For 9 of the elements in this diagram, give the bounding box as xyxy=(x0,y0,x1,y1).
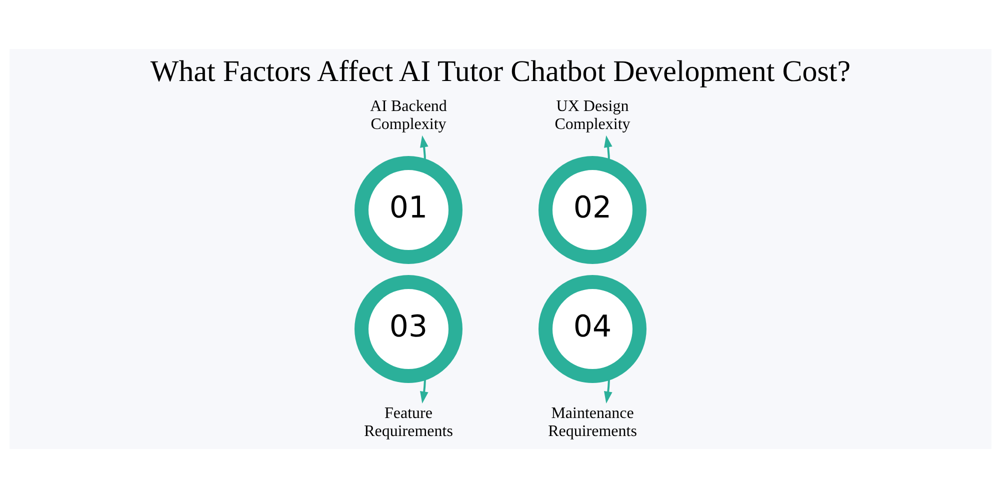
node-circle: 03 xyxy=(354,275,462,383)
node-text: Maintenance Requirements xyxy=(548,404,636,440)
node-circle: 04 xyxy=(538,275,646,383)
diagram-title: What Factors Affect AI Tutor Chatbot Development Cost? xyxy=(150,55,850,88)
node-text: Feature Requirements xyxy=(364,404,452,440)
node-circle: 01 xyxy=(354,156,462,264)
node-circle: 02 xyxy=(538,156,646,264)
node-text: UX Design Complexity xyxy=(554,98,630,133)
node-text: AI Backend Complexity xyxy=(370,98,446,133)
